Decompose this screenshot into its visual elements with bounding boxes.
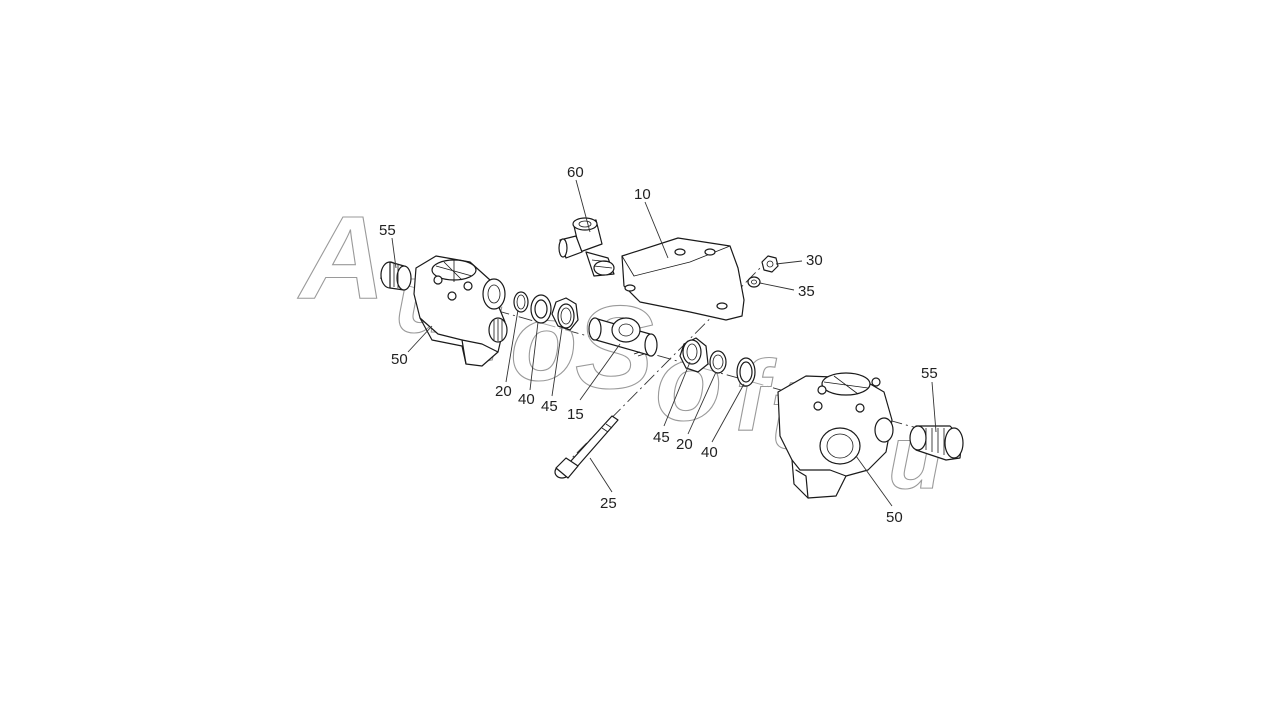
watermark-letter-o2: o xyxy=(655,321,722,444)
watermark-letter-u2: u xyxy=(888,408,943,508)
part-45-nut-right xyxy=(679,337,709,373)
leader-35 xyxy=(759,282,795,291)
callout-35: 35 xyxy=(798,283,815,300)
callout-45-right: 45 xyxy=(653,429,670,446)
leader-25 xyxy=(589,457,613,493)
callout-45-left: 45 xyxy=(541,398,558,415)
callout-20-right: 20 xyxy=(676,436,693,453)
part-55-plug-left xyxy=(380,261,412,291)
callout-30: 30 xyxy=(806,252,823,269)
leader-50-left xyxy=(407,325,433,353)
leader-40-left xyxy=(529,321,539,391)
callout-55-right: 55 xyxy=(921,365,938,382)
callout-60: 60 xyxy=(567,164,584,181)
leader-15 xyxy=(579,343,621,401)
callout-55-left: 55 xyxy=(379,222,396,239)
leader-45-right xyxy=(663,361,691,427)
leader-45-left xyxy=(551,327,563,397)
leader-55-left xyxy=(391,237,397,269)
callout-10: 10 xyxy=(634,186,651,203)
callout-50-right: 50 xyxy=(886,509,903,526)
part-60-connector xyxy=(558,217,615,277)
part-50-valve-body-right xyxy=(777,372,894,499)
callout-labels: 60 10 30 35 55 50 20 40 45 15 25 45 20 4… xyxy=(379,164,938,526)
leader-20-left xyxy=(505,309,519,383)
callout-50-left: 50 xyxy=(391,351,408,368)
leader-lines xyxy=(391,179,937,507)
callout-25: 25 xyxy=(600,495,617,512)
callout-20-left: 20 xyxy=(495,383,512,400)
leader-50-right xyxy=(855,455,893,507)
part-25-bolt xyxy=(554,415,619,479)
part-20-ring-right xyxy=(709,350,727,374)
part-30-nut xyxy=(761,255,779,273)
leader-40-right xyxy=(711,383,745,443)
part-15-banjo-fitting xyxy=(588,317,658,357)
leader-30 xyxy=(775,260,803,265)
callout-40-left: 40 xyxy=(518,391,535,408)
part-50-valve-body-left xyxy=(413,255,508,367)
watermark-letter-a: A xyxy=(297,192,385,324)
watermark-letter-s: S xyxy=(575,282,654,414)
callout-40-right: 40 xyxy=(701,444,718,461)
part-45-nut-left xyxy=(551,297,579,331)
leader-60 xyxy=(575,179,591,233)
part-10-bracket xyxy=(621,237,745,321)
leader-10 xyxy=(644,201,669,259)
part-35-washer xyxy=(747,276,761,288)
part-55-plug-right xyxy=(909,425,964,461)
callout-15: 15 xyxy=(567,406,584,423)
part-40-seal-left xyxy=(530,294,552,324)
part-40-seal-right xyxy=(736,357,756,387)
part-20-ring-left xyxy=(513,291,529,313)
leader-55-right xyxy=(931,381,937,433)
leader-20-right xyxy=(687,371,717,435)
